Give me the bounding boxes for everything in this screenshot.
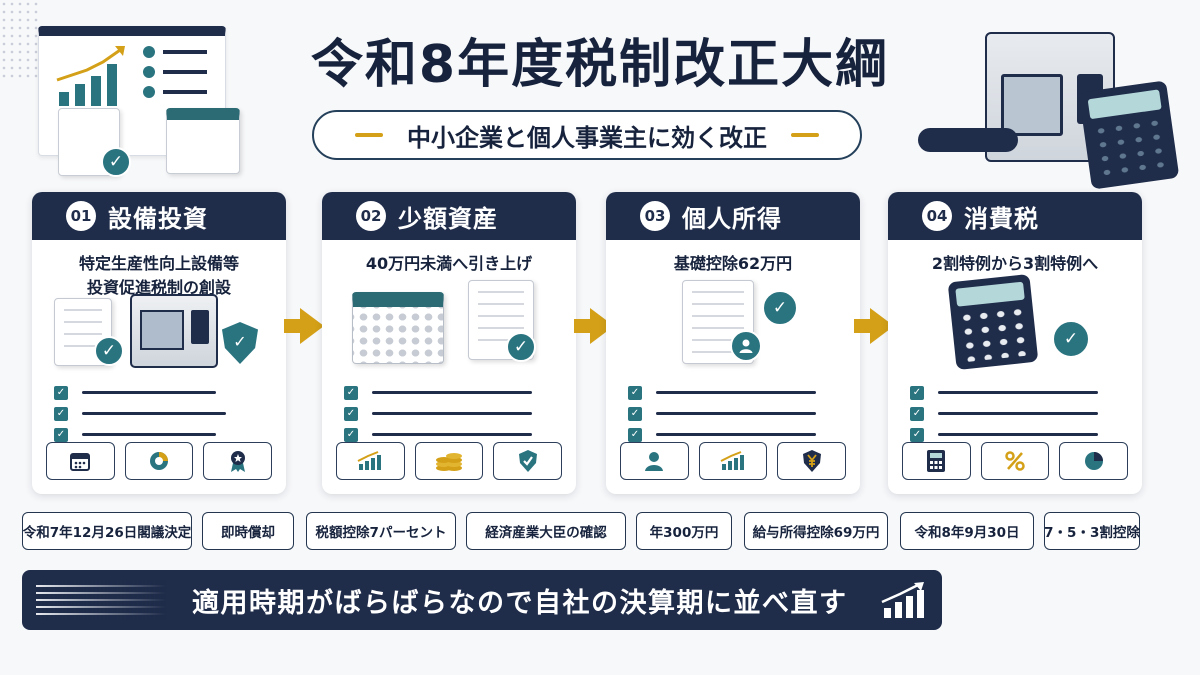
pie-chart-icon	[1059, 442, 1129, 480]
card-description: 40万円未満へ引き上げ	[322, 252, 576, 276]
card-personal-income: 03 個人所得 基礎控除62万円 ✓ ✓ ✓ ✓	[606, 192, 860, 494]
check-icon: ✓	[506, 332, 536, 362]
checkbox-icon: ✓	[344, 406, 358, 421]
award-ribbon-icon	[203, 442, 273, 480]
check-icon: ✓	[101, 147, 131, 177]
card-capital-investment: 01 設備投資 特定生産性向上設備等 投資促進税制の創設 ✓ ✓ ✓ ✓ ✓	[32, 192, 286, 494]
tag-immediate-depreciation: 即時償却	[202, 512, 294, 550]
card-title: 消費税	[964, 204, 1039, 233]
card-number: 03	[640, 201, 670, 231]
machine-icon	[130, 294, 218, 368]
calendar-icon	[352, 292, 444, 364]
card-header: 01 設備投資	[32, 192, 286, 240]
growth-chart-icon	[56, 46, 207, 106]
icon-row	[336, 442, 563, 480]
bar-chart-up-icon	[698, 442, 768, 480]
checkbox-icon: ✓	[344, 385, 358, 400]
coins-icon	[414, 442, 484, 480]
yen-shield-icon	[777, 442, 847, 480]
calculator-icon	[902, 442, 971, 480]
tag-deduction-rates: 7・5・3割控除	[1044, 512, 1140, 550]
card-number: 02	[356, 201, 386, 231]
check-icon: ✓	[762, 290, 798, 326]
card-illustration: ✓	[888, 273, 1142, 371]
card-description: 2割特例から3割特例へ	[888, 252, 1142, 276]
bar-chart-up-icon	[336, 442, 405, 480]
tag-tax-credit: 税額控除7パーセント	[306, 512, 456, 550]
tag-annual-limit: 年300万円	[636, 512, 732, 550]
page-title: 令和8年度税制改正大綱	[310, 35, 890, 95]
bottom-banner: 適用時期がばらばらなので自社の決算期に並べ直す	[22, 570, 942, 630]
calculator-icon	[947, 273, 1039, 371]
card-number: 04	[922, 201, 952, 231]
card-description-line: 40万円未満へ引き上げ	[365, 254, 533, 273]
card-header: 02 少額資産	[322, 192, 576, 240]
card-description: 特定生産性向上設備等 投資促進税制の創設	[32, 252, 286, 300]
card-description-line: 2割特例から3割特例へ	[931, 254, 1099, 273]
gold-dash-right	[791, 133, 819, 137]
tag-cabinet-decision-date: 令和7年12月26日閣議決定	[22, 512, 192, 550]
person-icon	[730, 330, 762, 362]
card-header: 04 消費税	[888, 192, 1142, 240]
check-icon: ✓	[1052, 320, 1090, 358]
tag-meti-confirmation: 経済産業大臣の確認	[466, 512, 626, 550]
gold-dash-left	[355, 133, 383, 137]
icon-row	[46, 442, 273, 480]
card-illustration: ✓	[606, 280, 860, 370]
checklist: ✓ ✓ ✓	[628, 382, 830, 445]
card-small-assets: 02 少額資産 40万円未満へ引き上げ ✓ ✓ ✓ ✓	[322, 192, 576, 494]
icon-row	[620, 442, 847, 480]
subtitle-pill: 中小企業と個人事業主に効く改正	[312, 110, 862, 160]
percent-icon	[980, 442, 1050, 480]
icon-row	[902, 442, 1129, 480]
card-description-line: 投資促進税制の創設	[86, 278, 231, 297]
checkbox-icon: ✓	[54, 406, 68, 421]
card-consumption-tax: 04 消費税 2割特例から3割特例へ ✓ ✓ ✓ ✓	[888, 192, 1142, 494]
checklist: ✓ ✓ ✓	[910, 382, 1112, 445]
checkbox-icon: ✓	[628, 427, 642, 442]
checkbox-icon: ✓	[628, 385, 642, 400]
checkbox-icon: ✓	[910, 385, 924, 400]
tag-salary-deduction: 給与所得控除69万円	[744, 512, 888, 550]
checkbox-icon: ✓	[54, 385, 68, 400]
bar-chart-up-icon	[881, 582, 924, 618]
speed-lines-decoration	[36, 580, 166, 620]
calendar-illustration	[166, 108, 240, 174]
card-illustration: ✓ ✓	[32, 292, 286, 370]
checkbox-icon: ✓	[628, 406, 642, 421]
checklist: ✓ ✓ ✓	[344, 382, 546, 445]
banner-text: 適用時期がばらばらなので自社の決算期に並べ直す	[192, 587, 848, 619]
card-illustration: ✓	[322, 280, 576, 370]
card-description: 基礎控除62万円	[606, 252, 860, 276]
document-illustration: ✓	[58, 108, 131, 177]
checkbox-icon: ✓	[910, 427, 924, 442]
card-description-line: 特定生産性向上設備等	[78, 254, 239, 273]
card-description-line: 基礎控除62万円	[673, 254, 793, 273]
card-title: 少額資産	[398, 204, 498, 233]
shield-check-icon: ✓	[222, 322, 258, 364]
card-title: 設備投資	[108, 204, 208, 233]
arrow-right-icon	[284, 308, 324, 344]
calendar-icon	[46, 442, 115, 480]
checkbox-icon: ✓	[344, 427, 358, 442]
subtitle-text: 中小企業と個人事業主に効く改正	[407, 123, 767, 152]
dot-pattern-decoration	[0, 0, 40, 80]
checklist: ✓ ✓ ✓	[54, 382, 256, 445]
card-header: 03 個人所得	[606, 192, 860, 240]
checkbox-icon: ✓	[54, 427, 68, 442]
check-icon: ✓	[94, 336, 124, 366]
checkbox-icon: ✓	[910, 406, 924, 421]
conveyor-illustration	[918, 128, 1018, 152]
card-title: 個人所得	[682, 204, 782, 233]
person-icon	[620, 442, 689, 480]
card-number: 01	[66, 201, 96, 231]
shield-check-icon	[493, 442, 563, 480]
tag-deadline-date: 令和8年9月30日	[900, 512, 1034, 550]
pie-chart-icon	[124, 442, 194, 480]
